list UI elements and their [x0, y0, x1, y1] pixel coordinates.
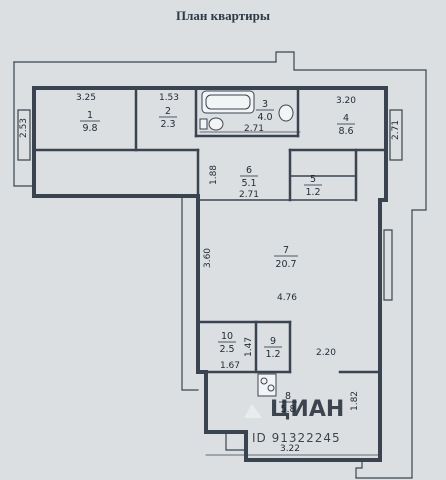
svg-text:2: 2 [165, 106, 171, 117]
svg-text:5: 5 [310, 174, 316, 185]
svg-text:20.7: 20.7 [275, 259, 296, 270]
svg-text:9.8: 9.8 [82, 123, 97, 134]
dimension-label: 2.20 [316, 348, 336, 358]
dimension-label: 2.71 [244, 124, 264, 134]
svg-text:9: 9 [270, 336, 276, 347]
svg-text:4.0: 4.0 [257, 112, 272, 123]
dimension-label: 3.60 [203, 248, 213, 268]
room-label: 2 2.3 [159, 106, 177, 130]
page-title: План квартиры [176, 8, 270, 23]
svg-text:1: 1 [87, 110, 93, 121]
room-label: 4 8.6 [337, 113, 355, 137]
svg-text:8: 8 [285, 391, 291, 402]
svg-text:6: 6 [246, 165, 252, 176]
dimension-label: 4.76 [277, 293, 297, 303]
dimension-label: 2.53 [19, 118, 29, 138]
watermark-logo [244, 404, 262, 418]
svg-text:7: 7 [283, 245, 289, 256]
svg-text:3: 3 [262, 99, 268, 110]
svg-text:2.5: 2.5 [219, 344, 234, 355]
window-right-low [383, 229, 393, 301]
room-label: 1 9.8 [80, 110, 100, 134]
room-label: 8 5.8 [279, 391, 297, 415]
sink-icon [278, 104, 294, 122]
svg-text:2.3: 2.3 [160, 119, 175, 130]
room-label: 9 1.2 [264, 336, 282, 360]
bottom-contour [225, 431, 247, 451]
watermark-brand: ЦИАН [270, 397, 344, 422]
stove-icon [257, 373, 277, 397]
watermark-id: ID 91322245 [252, 431, 341, 445]
room-label: 7 20.7 [274, 245, 298, 270]
dimension-label: 3.25 [76, 93, 96, 103]
dimension-label: 1.82 [350, 391, 360, 411]
svg-text:1.2: 1.2 [305, 187, 320, 198]
room-label: 5 1.2 [304, 174, 322, 198]
dimension-label: 2.71 [239, 190, 259, 200]
svg-text:1.2: 1.2 [265, 349, 280, 360]
dimension-label: 1.53 [159, 93, 179, 103]
svg-text:5.8: 5.8 [280, 404, 295, 415]
room-label: 6 5.1 [240, 165, 258, 189]
room-label: 10 2.5 [218, 331, 236, 355]
svg-text:5.1: 5.1 [241, 178, 256, 189]
dimension-label: 3.22 [280, 444, 300, 454]
outer-contour [13, 61, 35, 187]
window-left [17, 109, 31, 161]
lower-contour [181, 195, 199, 391]
svg-text:4: 4 [343, 113, 349, 124]
svg-text:8.6: 8.6 [338, 126, 353, 137]
svg-text:10: 10 [221, 331, 233, 342]
dimension-label: 1.47 [244, 337, 254, 357]
toilet-icon [208, 117, 224, 131]
dimension-label: 2.71 [391, 120, 401, 140]
room-label: 3 4.0 [256, 99, 274, 123]
dimension-label: 1.67 [220, 361, 240, 371]
window-right [389, 109, 403, 161]
dimension-label: 3.20 [336, 96, 356, 106]
loggia-outline [13, 51, 427, 479]
dimension-label: 1.88 [209, 165, 219, 185]
